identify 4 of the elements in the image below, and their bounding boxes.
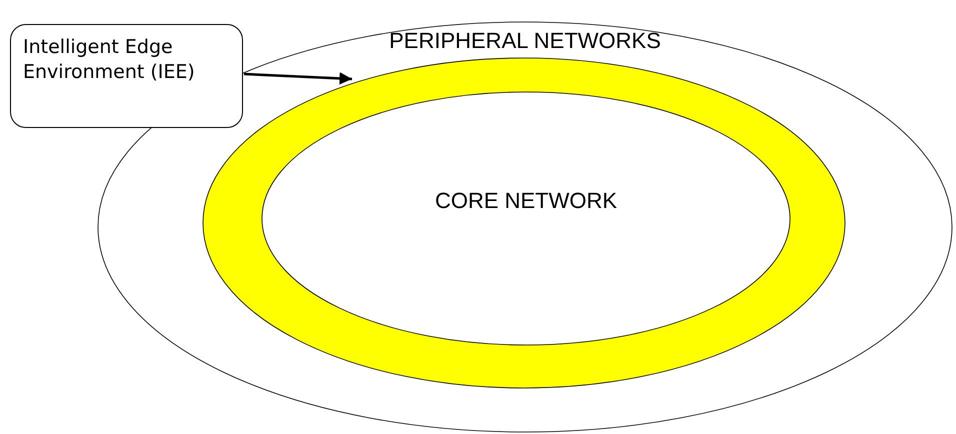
network-label: PERIPHERAL NETWORKS bbox=[389, 28, 661, 53]
network-label: CORE NETWORK bbox=[434, 188, 618, 213]
process-box: Intelligent Edge Environment (IEE) bbox=[10, 24, 243, 128]
arrow bbox=[244, 72, 352, 85]
